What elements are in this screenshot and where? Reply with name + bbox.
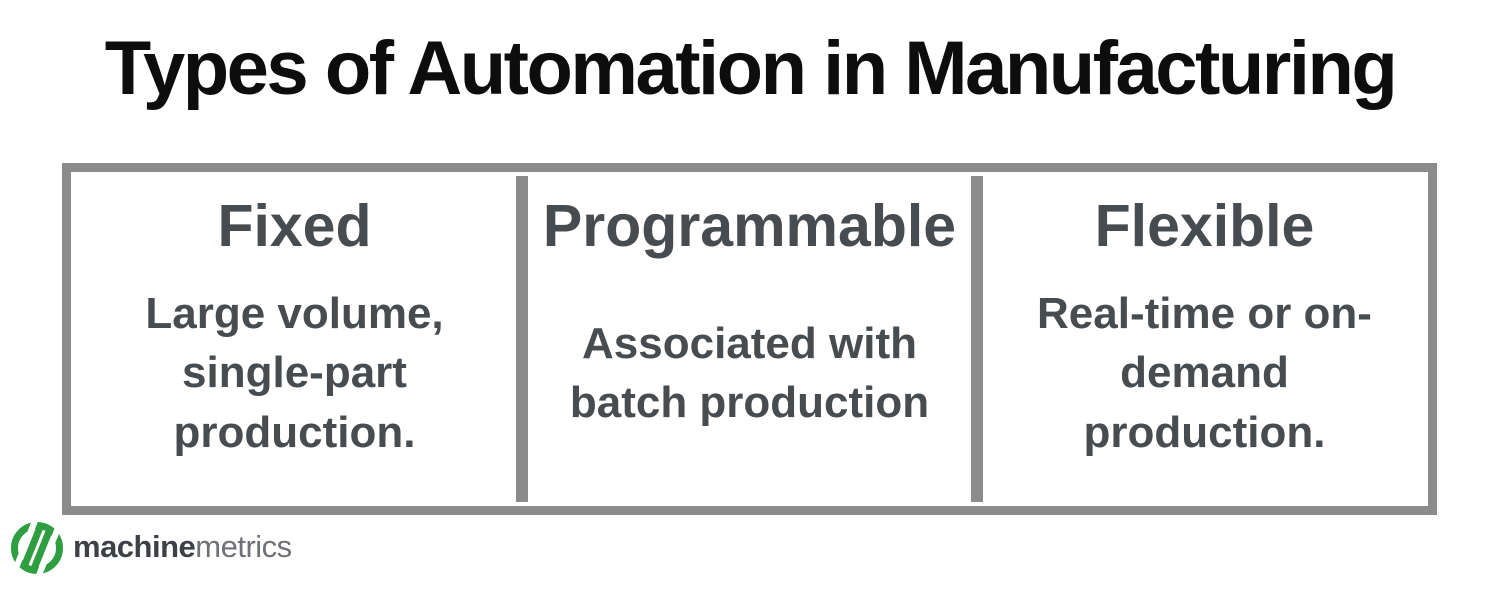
page-title: Types of Automation in Manufacturing (104, 26, 1398, 111)
vertical-divider-1 (516, 176, 528, 502)
machinemetrics-logo-icon (11, 519, 63, 577)
card-programmable: Programmable Associated with batch produ… (528, 174, 971, 504)
vertical-divider-2 (971, 176, 983, 502)
card-flexible: Flexible Real-time or on- demand product… (983, 174, 1426, 504)
card-flexible-description: Real-time or on- demand production. (1037, 288, 1372, 458)
card-fixed: Fixed Large volume, single-part producti… (73, 174, 516, 504)
machinemetrics-wordmark: machinemetrics (73, 531, 292, 566)
card-programmable-heading: Programmable (542, 193, 957, 259)
card-programmable-description: Associated with batch production (569, 318, 930, 428)
machinemetrics-logo: machinemetrics (10, 519, 292, 577)
card-flexible-heading: Flexible (1094, 193, 1315, 259)
brand-name-machine: machine (73, 528, 196, 564)
card-fixed-heading: Fixed (217, 193, 372, 259)
brand-name-metrics: metrics (195, 528, 292, 564)
automation-types-frame: Fixed Large volume, single-part producti… (62, 163, 1437, 515)
card-fixed-description: Large volume, single-part production. (145, 288, 444, 458)
